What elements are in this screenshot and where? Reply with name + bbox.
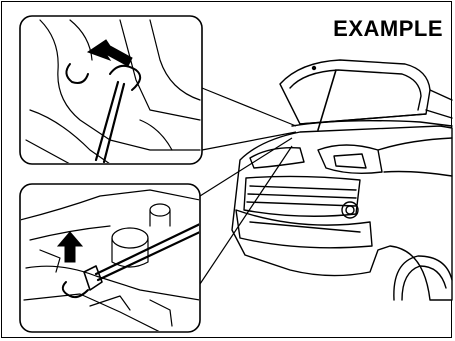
detail-box-top <box>20 16 202 164</box>
open-hood <box>280 60 430 124</box>
car-drawing <box>232 60 452 300</box>
detail-box-bottom <box>20 184 200 332</box>
